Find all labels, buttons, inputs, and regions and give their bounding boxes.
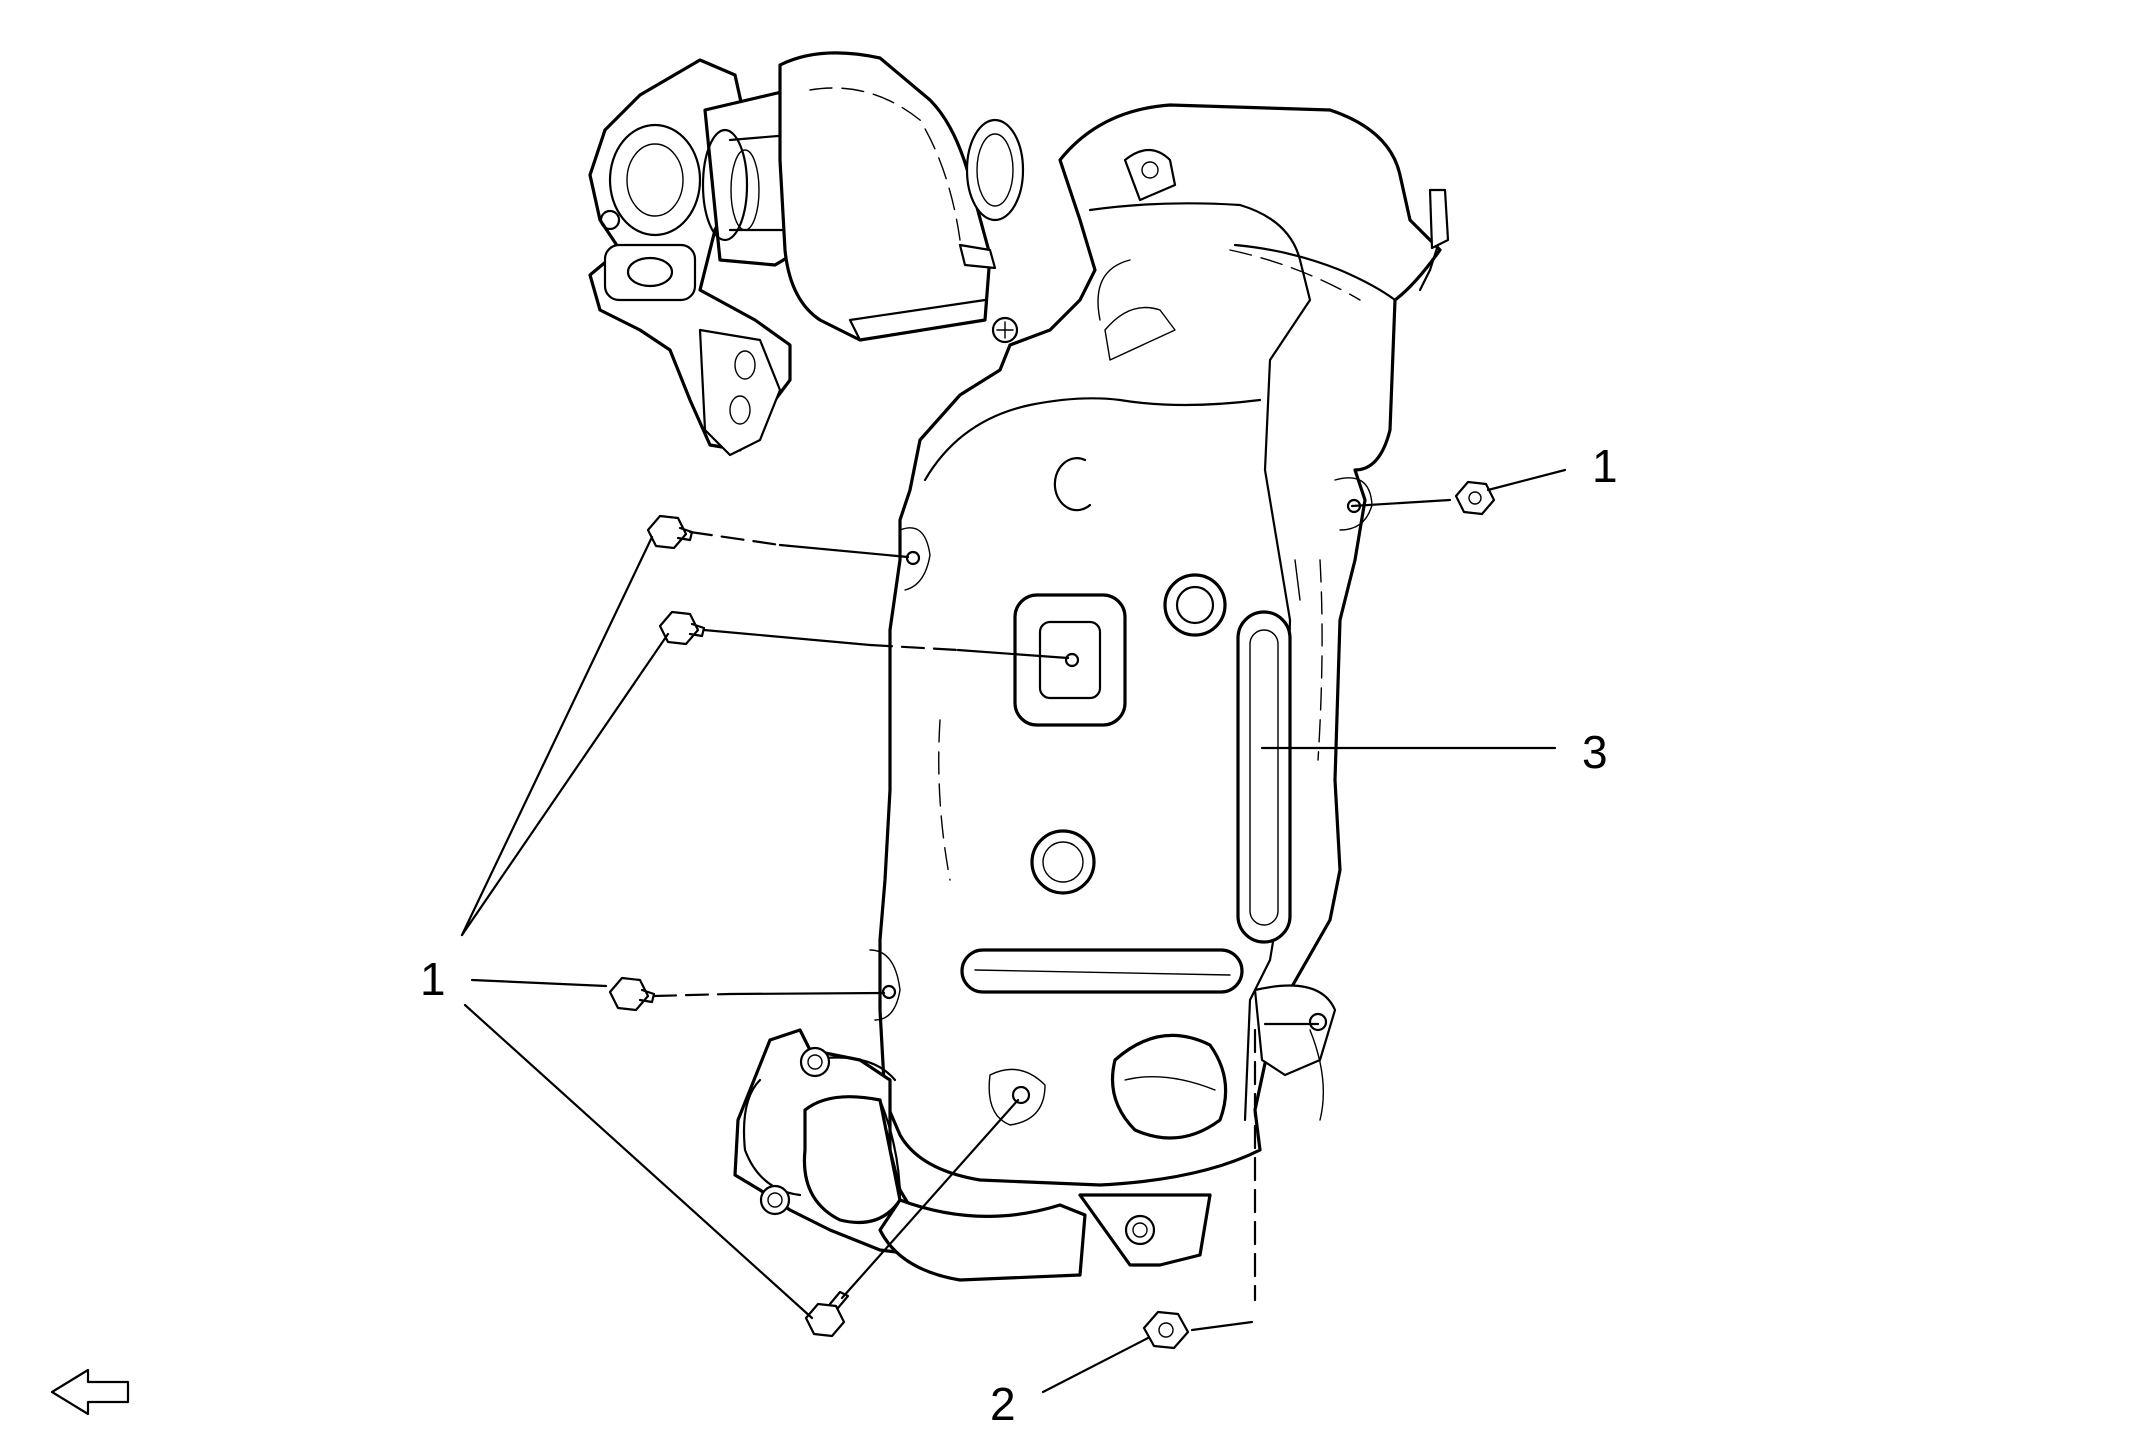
callout-fastener-left: 1: [420, 953, 446, 1005]
bolt-left-lower: [608, 976, 656, 1012]
callout-nut: 2: [990, 1378, 1016, 1430]
install-lines: [652, 498, 1452, 1332]
bolt-bottom: [804, 1290, 850, 1338]
bolt-left-upper: [646, 514, 694, 550]
exhaust-flange: [733, 1028, 1212, 1282]
nut: [1142, 1310, 1190, 1350]
bolt-left-middle: [658, 610, 706, 646]
heat-shield: [869, 103, 1450, 1187]
arrow-left-icon: [50, 1368, 130, 1416]
callout-leaders: [460, 468, 1567, 1394]
callout-fastener-right: 1: [1592, 440, 1618, 492]
bolt-right: [1454, 480, 1496, 516]
callout-heat-shield: 3: [1582, 726, 1608, 778]
turbocharger: [588, 51, 1025, 457]
